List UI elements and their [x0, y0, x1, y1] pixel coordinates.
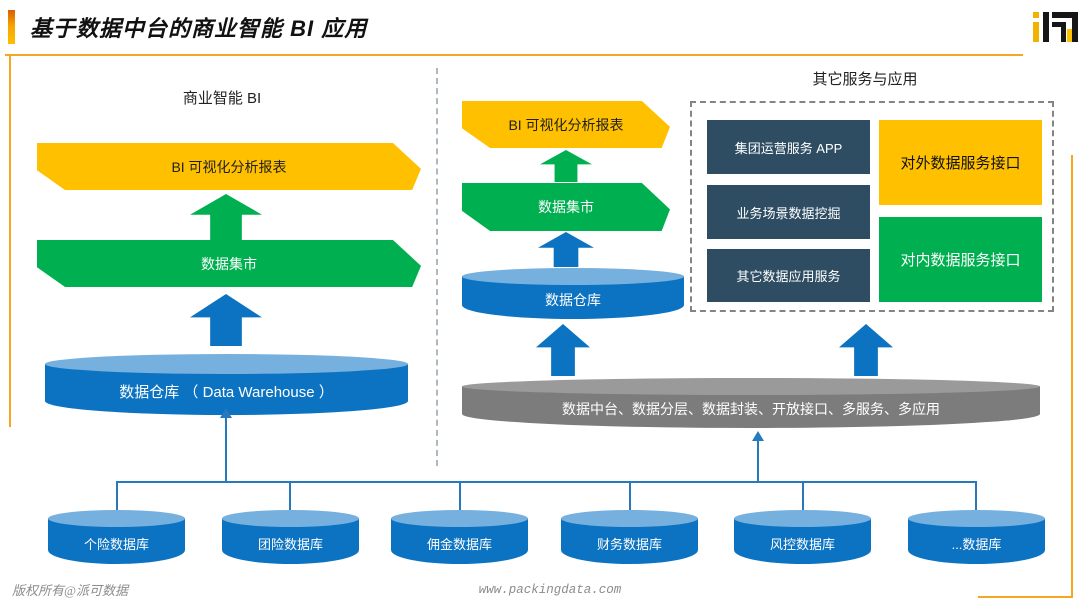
database-label: 团险数据库 [257, 536, 323, 552]
connector-bus-line [116, 481, 977, 483]
other-services-panel: 集团运营服务 APP 业务场景数据挖掘 其它数据应用服务 对外数据服务接口 对内… [690, 101, 1054, 312]
arrowhead-up-icon [752, 431, 764, 441]
cylinder-top [222, 510, 359, 527]
database-label: 佣金数据库 [426, 536, 492, 552]
bi-mart-banner: 数据集市 [37, 240, 421, 287]
database-label: 财务数据库 [596, 536, 662, 552]
top-divider-line [5, 54, 1023, 56]
up-arrow-icon [536, 324, 590, 376]
cylinder-top [462, 378, 1040, 395]
cylinder-top [48, 510, 185, 527]
database-cylinder: 个险数据库 [48, 510, 185, 564]
bi-report-banner: BI 可视化分析报表 [37, 143, 421, 190]
database-cylinder: ...数据库 [908, 510, 1045, 564]
database-cylinder: 团险数据库 [222, 510, 359, 564]
cylinder-top [45, 354, 408, 374]
up-arrow-icon [190, 194, 262, 240]
service-box: 业务场景数据挖掘 [707, 185, 870, 239]
warehouse-label: 数据仓库 （ Data Warehouse ） [119, 384, 334, 401]
database-cylinder: 风控数据库 [734, 510, 871, 564]
up-arrow-icon [540, 150, 592, 182]
platform-warehouse-label: 数据仓库 [545, 291, 601, 308]
warehouse-cylinder: 数据仓库 （ Data Warehouse ） [45, 354, 408, 415]
connector-drop-line [459, 481, 461, 512]
service-box: 集团运营服务 APP [707, 120, 870, 174]
left-frame-line [9, 55, 11, 427]
database-label: ...数据库 [951, 536, 1002, 552]
packingdata-logo-icon [1033, 12, 1078, 42]
page-title: 基于数据中台的商业智能 BI 应用 [30, 16, 368, 41]
database-cylinder: 佣金数据库 [391, 510, 528, 564]
other-services-heading: 其它服务与应用 [812, 71, 918, 88]
database-label: 个险数据库 [83, 536, 149, 552]
platform-report-banner: BI 可视化分析报表 [462, 101, 670, 148]
right-frame-line-vertical [1071, 155, 1073, 598]
data-platform-cylinder: 数据中台、数据分层、数据封装、开放接口、多服务、多应用 [462, 378, 1040, 428]
cylinder-top [561, 510, 698, 527]
connector-drop-line [289, 481, 291, 512]
right-frame-line-horizontal [978, 596, 1073, 598]
bi-section-heading: 商业智能 BI [182, 90, 262, 107]
footer-copyright: 版权所有@派可数据 [12, 583, 128, 598]
database-cylinder: 财务数据库 [561, 510, 698, 564]
section-divider-dashed [436, 68, 438, 466]
cylinder-top [734, 510, 871, 527]
connector-line [225, 417, 227, 482]
cylinder-top [391, 510, 528, 527]
connector-drop-line [802, 481, 804, 512]
connector-drop-line [629, 481, 631, 512]
platform-mart-banner: 数据集市 [462, 183, 670, 231]
database-label: 风控数据库 [769, 536, 835, 552]
data-platform-label: 数据中台、数据分层、数据封装、开放接口、多服务、多应用 [562, 401, 940, 417]
connector-line [757, 440, 759, 482]
title-accent-bar [8, 10, 15, 44]
external-api-box: 对外数据服务接口 [879, 120, 1042, 205]
internal-api-box: 对内数据服务接口 [879, 217, 1042, 302]
cylinder-top [462, 268, 684, 285]
footer-website: www.packingdata.com [478, 583, 622, 597]
service-box: 其它数据应用服务 [707, 249, 870, 302]
up-arrow-icon [190, 294, 262, 346]
connector-drop-line [975, 481, 977, 512]
cylinder-top [908, 510, 1045, 527]
up-arrow-icon [839, 324, 893, 376]
platform-warehouse-cylinder: 数据仓库 [462, 268, 684, 319]
arrowhead-up-icon [220, 408, 232, 418]
connector-drop-line [116, 481, 118, 512]
up-arrow-icon [538, 232, 594, 267]
